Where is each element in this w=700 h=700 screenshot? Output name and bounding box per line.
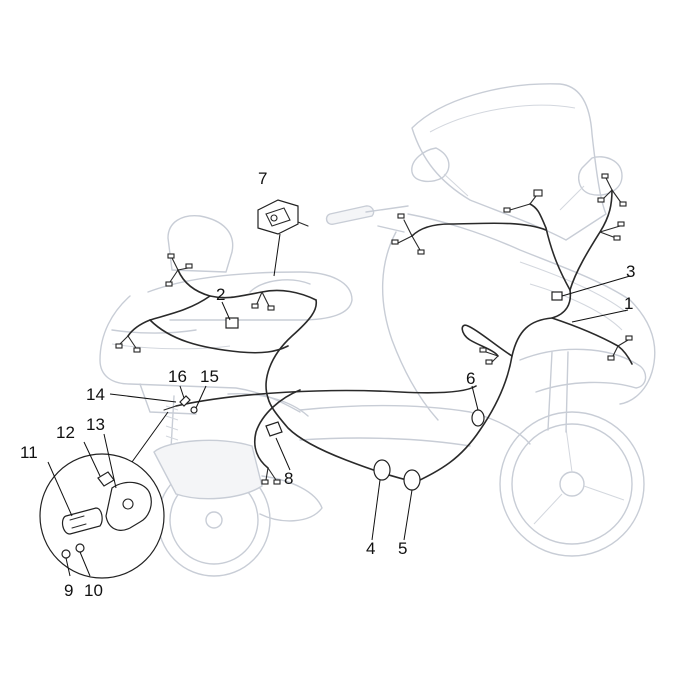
callout-10: 10 (84, 581, 103, 600)
washer-10 (75, 543, 85, 553)
detail-pointer (131, 411, 169, 463)
callout-12: 12 (56, 423, 75, 442)
callout-15: 15 (200, 367, 219, 386)
callout-13: 13 (86, 415, 105, 434)
callout-2: 2 (216, 285, 225, 304)
callout-7: 7 (258, 169, 267, 188)
callout-11: 11 (20, 443, 38, 462)
switch-inset (257, 199, 309, 277)
callout-16: 16 (168, 367, 187, 386)
callout-14: 14 (86, 385, 105, 404)
detail-inset (39, 411, 169, 579)
callout-9: 9 (64, 581, 73, 600)
washer-15 (190, 406, 198, 414)
callout-6: 6 (466, 369, 475, 388)
leader-lines (47, 275, 631, 577)
callout-1: 1 (624, 294, 633, 313)
switch-component (257, 199, 299, 235)
main-wiring-harness (115, 173, 633, 491)
sensor-component (265, 421, 283, 437)
cable-clamp-4 (373, 459, 391, 481)
callout-8: 8 (284, 469, 293, 488)
cable-clamp-5 (403, 469, 421, 491)
callout-4: 4 (366, 539, 375, 558)
leader-7-down (273, 233, 281, 277)
callout-numbers: 1 2 3 4 5 6 7 8 9 10 11 12 13 14 15 16 (20, 169, 635, 600)
relay-block (225, 317, 239, 329)
scooter-silhouette (99, 83, 656, 577)
callout-3: 3 (626, 262, 635, 281)
connector-3 (551, 291, 563, 301)
cable-clamp-6 (471, 409, 485, 427)
nut-9 (61, 549, 71, 559)
callout-5: 5 (398, 539, 407, 558)
